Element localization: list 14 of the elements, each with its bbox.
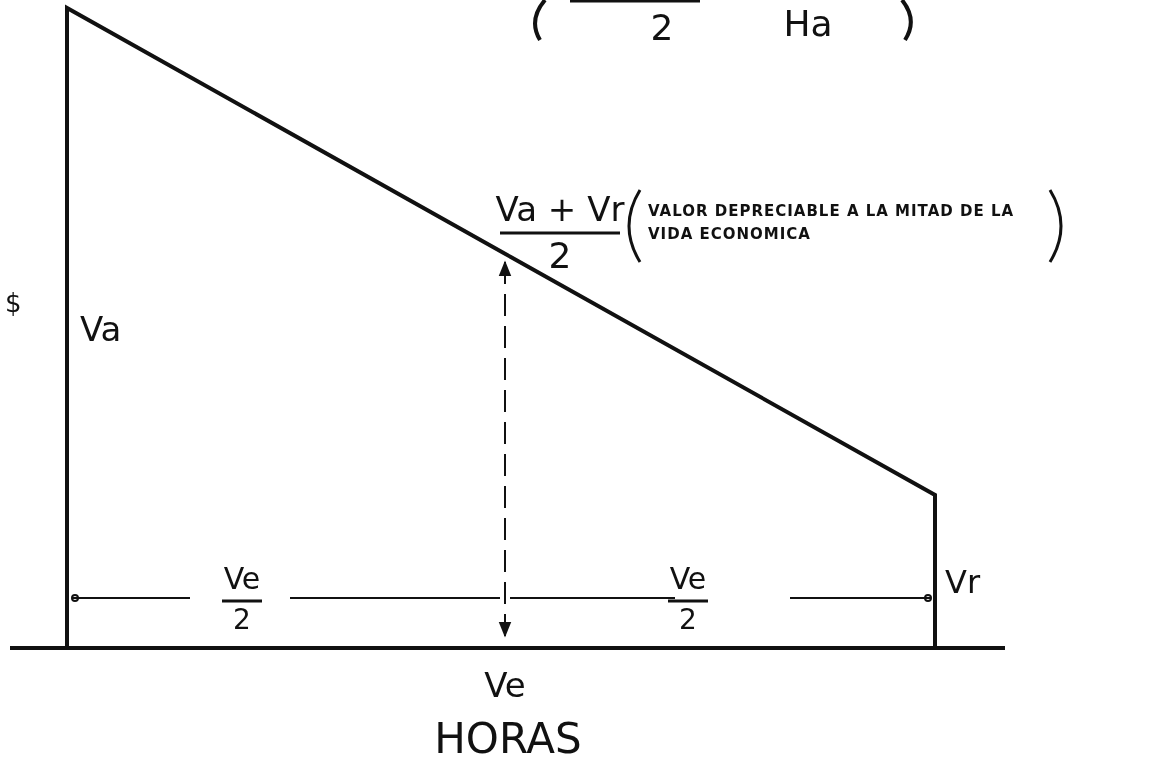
dimension-label: Ve bbox=[223, 564, 261, 594]
formula-text: Va + Vr bbox=[495, 192, 625, 226]
value-label: Vr bbox=[945, 566, 981, 598]
axis-label: HORAS bbox=[434, 718, 582, 760]
axis-tick-label: Ve bbox=[484, 668, 526, 702]
annotation-text: VALOR DEPRECIABLE A LA MITAD DE LA VIDA ECONOMICA bbox=[648, 201, 1016, 245]
dimension-label: 2 bbox=[679, 606, 697, 634]
axis-label: $ bbox=[5, 290, 22, 316]
dimension-label: 2 bbox=[233, 606, 251, 634]
formula-text: 2 bbox=[548, 238, 572, 274]
value-label: Va bbox=[80, 312, 122, 346]
formula-text: Ha bbox=[783, 6, 833, 42]
formula-text: 2 bbox=[650, 10, 674, 46]
dimension-label: Ve bbox=[669, 564, 707, 594]
